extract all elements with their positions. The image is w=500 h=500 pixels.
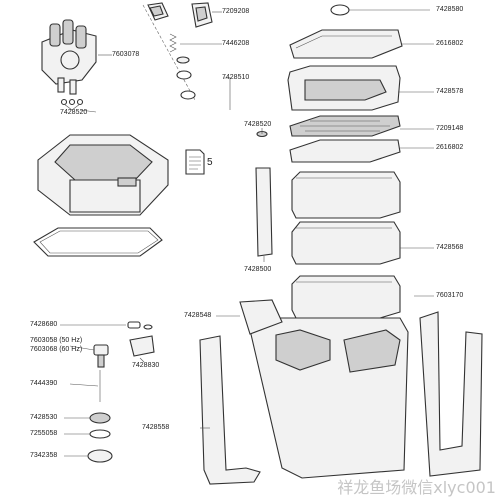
canister-body <box>249 317 409 479</box>
tray-lid-top <box>289 29 403 59</box>
part-label: 7342358 <box>30 452 58 459</box>
o-ring-small-1 <box>176 56 190 64</box>
tiny-ring <box>143 324 153 330</box>
basket-2 <box>291 221 401 265</box>
part-label: 2616802 <box>436 144 464 151</box>
part-label: 7428530 <box>30 414 58 421</box>
basket-3 <box>291 275 401 319</box>
part-label: 7444390 <box>30 380 58 387</box>
part-label: 7603170 <box>436 292 464 299</box>
handle-right <box>419 311 483 477</box>
pump-head <box>37 134 169 216</box>
part-label: 7428578 <box>436 88 464 95</box>
part-label: 7446208 <box>222 40 250 47</box>
part-label: 7428520 <box>244 121 272 128</box>
tray-basket-top <box>287 65 401 111</box>
valve-block <box>41 19 97 95</box>
part-label: 7428548 <box>184 312 212 319</box>
bearing <box>89 412 111 424</box>
basket-1 <box>291 171 401 219</box>
mesh-grid <box>289 115 401 137</box>
base-ring <box>87 449 113 463</box>
part-label: 7603078 <box>112 51 140 58</box>
part-label: 7428520 <box>60 109 88 116</box>
part-label: 7209148 <box>436 125 464 132</box>
intake-tube <box>255 130 273 257</box>
part-label: 2616802 <box>436 40 464 47</box>
handle-left <box>199 335 261 485</box>
spring <box>169 33 177 53</box>
part-label: 7428558 <box>142 424 170 431</box>
part-label: 7428568 <box>436 244 464 251</box>
motor-shaft <box>93 344 109 368</box>
valve-cap <box>147 2 169 21</box>
part-label: 7603068 (60 Hz) <box>30 346 83 353</box>
o-ring-small-3 <box>180 90 196 100</box>
top-cap-ring <box>330 4 350 16</box>
head-gasket <box>33 227 163 257</box>
impeller-cover <box>129 335 155 357</box>
foam-pad <box>289 139 401 163</box>
part-label: 7428500 <box>244 266 272 273</box>
gasket-ring <box>89 429 111 439</box>
document-icon <box>185 149 205 175</box>
part-label: 7428830 <box>132 362 160 369</box>
part-label: 7428680 <box>30 321 58 328</box>
assembly-axis <box>142 4 196 101</box>
part-label: 7603058 (50 Hz) <box>30 337 83 344</box>
part-label: 7255058 <box>30 430 58 437</box>
part-label: 7428580 <box>436 6 464 13</box>
part-label: 7209208 <box>222 8 250 15</box>
o-ring-small-2 <box>176 70 192 80</box>
part-label: 7428510 <box>222 74 250 81</box>
clip-part <box>191 2 213 28</box>
lid-latch <box>239 299 283 335</box>
watermark-text: 祥龙鱼场微信xlyc001 <box>337 478 496 497</box>
document-reference-number: 5 <box>207 157 213 168</box>
plug-small <box>127 321 141 329</box>
